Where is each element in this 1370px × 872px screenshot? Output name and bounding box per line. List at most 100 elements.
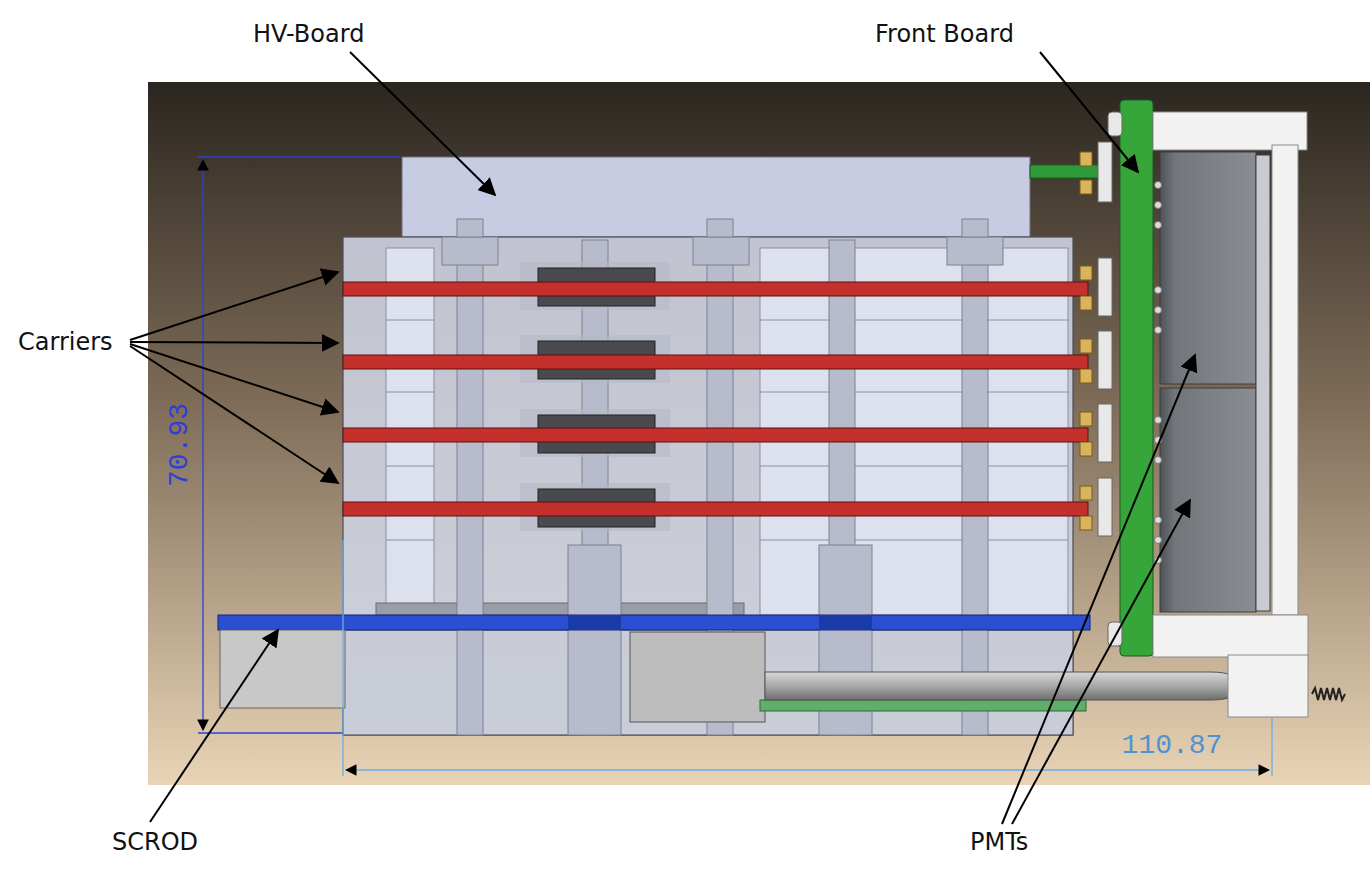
front-board: [1080, 516, 1092, 530]
front-board-pins: [1155, 222, 1162, 229]
part-label: Carriers: [18, 328, 113, 357]
front-board: [1098, 478, 1112, 536]
scrod-board: [218, 615, 1090, 722]
front-board: [1098, 404, 1112, 462]
pmt-frame: [1272, 145, 1298, 615]
support-rod: [693, 237, 749, 265]
dimension-value: 70.93: [163, 403, 197, 487]
scrod-board: [819, 615, 872, 630]
front-board: [1080, 486, 1092, 500]
front-board: [1080, 339, 1092, 353]
front-board-pins: [1155, 307, 1162, 314]
front-board: [1030, 165, 1102, 178]
support-rod: [962, 219, 988, 237]
carrier-board: [343, 428, 1088, 442]
front-board: [1120, 100, 1153, 656]
dimension-line: [346, 769, 1269, 770]
leader-line: [130, 52, 1195, 824]
housing: [760, 392, 1068, 393]
leader-line: [1040, 52, 1138, 172]
support-rod: [442, 237, 498, 265]
pmt-frame: [1153, 112, 1308, 717]
front-board: [1098, 331, 1112, 389]
housing: [376, 603, 744, 615]
part-label: PMTs: [970, 828, 1028, 857]
spring: [1312, 688, 1345, 700]
dimension-line: [198, 732, 343, 733]
pmt: [1160, 152, 1256, 384]
housing: [343, 237, 1073, 735]
scrod-board: [630, 632, 765, 722]
front-board: [1098, 258, 1112, 316]
cable: [765, 672, 1240, 700]
part-label: Front Board: [875, 20, 1014, 49]
leader-line: [350, 52, 495, 195]
carrier-board: [343, 355, 1088, 369]
scrod-board: [568, 615, 621, 630]
front-board-pins: [1155, 457, 1162, 464]
support-rod: [707, 219, 733, 237]
pmt-frame: [1153, 112, 1307, 150]
housing: [386, 466, 434, 467]
pmt: [1256, 155, 1270, 611]
front-board: [1108, 112, 1122, 136]
pmt: [1160, 388, 1256, 612]
dimension-line: [342, 540, 343, 776]
front-board: [1098, 142, 1112, 202]
front-board-pins: [1155, 417, 1162, 424]
front-board-pins: [1155, 537, 1162, 544]
leader-line: [130, 272, 338, 340]
support-rod: [457, 219, 483, 237]
front-board: [1080, 296, 1092, 310]
pmt: [1160, 152, 1270, 612]
housing: [343, 237, 1073, 735]
housing: [386, 392, 434, 393]
carrier-board: [343, 502, 1088, 516]
leader-line: [130, 346, 338, 483]
scrod-board: [218, 615, 1090, 630]
leader-line: [130, 344, 338, 412]
leader-line: [130, 342, 338, 343]
front-board: [1080, 369, 1092, 383]
front-board: [1080, 442, 1092, 456]
front-board: [1080, 266, 1092, 280]
dimension-line: [198, 157, 400, 733]
pmt-frame: [1153, 615, 1308, 657]
part-label: HV-Board: [253, 20, 364, 49]
housing: [760, 466, 1068, 467]
dimension-line: [343, 540, 1272, 776]
housing: [386, 540, 434, 541]
front-board-pins: [1155, 202, 1162, 209]
housing: [386, 320, 434, 321]
dimension-line: [202, 160, 203, 730]
carrier-board: [343, 282, 1088, 296]
pmt-frame: [1228, 655, 1308, 717]
front-board: [1080, 152, 1092, 166]
front-board-pins: [1155, 182, 1162, 564]
front-board: [1080, 412, 1092, 426]
front-board: [1030, 100, 1153, 656]
support-rod: [947, 237, 1003, 265]
front-board: [1080, 180, 1092, 194]
front-board-pins: [1155, 182, 1162, 189]
hv-board: [402, 157, 1030, 237]
front-board: [1080, 152, 1092, 530]
scrod-board: [220, 630, 345, 708]
dimension-line: [198, 156, 400, 157]
support-rod: [568, 545, 621, 735]
support-rod: [962, 240, 988, 735]
dimension-line: [1271, 718, 1272, 776]
carrier-board: [343, 282, 1088, 516]
front-board: [1098, 112, 1122, 646]
front-board-pins: [1155, 327, 1162, 334]
dimension-value: 110.87: [1122, 729, 1223, 763]
leader-line: [150, 630, 278, 822]
front-board-pins: [1155, 287, 1162, 294]
render-background: [148, 82, 1370, 785]
board-connector: [520, 262, 670, 531]
scrod-board: [760, 700, 1086, 711]
housing: [760, 540, 1068, 541]
housing: [760, 320, 1068, 321]
part-label: SCROD: [112, 828, 198, 857]
